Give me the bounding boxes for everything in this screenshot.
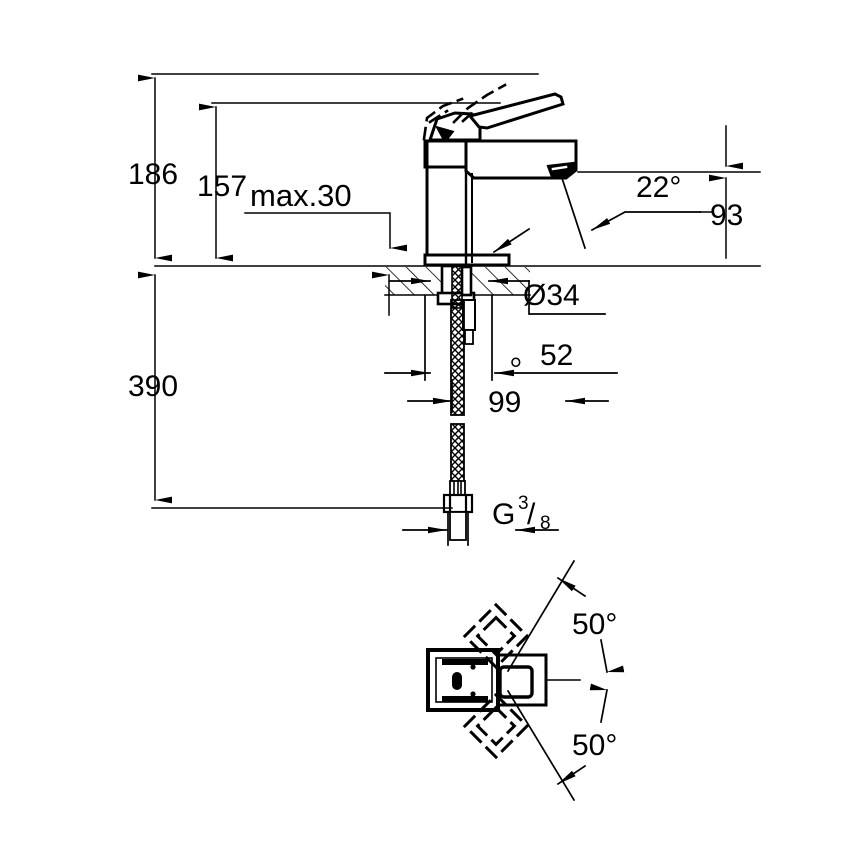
dimension-157 bbox=[199, 102, 501, 262]
label-50deg-bottom: 50° bbox=[572, 729, 617, 762]
label-g38-slash: / bbox=[527, 498, 536, 531]
spout-aerator bbox=[546, 161, 578, 180]
label-g38-denominator: 8 bbox=[540, 513, 551, 534]
faucet-spout bbox=[464, 139, 578, 263]
dimension-390 bbox=[138, 271, 453, 509]
dimension-93 bbox=[577, 125, 761, 259]
label-g38-letter: G bbox=[492, 498, 515, 531]
flexible-hose-lower bbox=[449, 423, 466, 496]
label-max30: max.30 bbox=[250, 178, 352, 213]
label-g38-numerator: 3 bbox=[518, 493, 529, 514]
faucet-mounting-assembly bbox=[436, 264, 476, 345]
flexible-hose-upper bbox=[450, 299, 465, 416]
faucet-lever-handle bbox=[427, 92, 565, 144]
label-390: 390 bbox=[128, 370, 178, 403]
dimension-99 bbox=[407, 379, 609, 413]
dimension-g38 bbox=[402, 511, 559, 546]
label-157: 157 bbox=[197, 170, 247, 203]
angle-22-leader bbox=[492, 170, 701, 254]
dimension-52 bbox=[384, 295, 618, 381]
label-22deg: 22° bbox=[636, 171, 681, 204]
plan-swivel-dashed-bottom bbox=[462, 692, 530, 760]
dimension-max30 bbox=[244, 212, 407, 252]
dimension-186 bbox=[138, 73, 539, 262]
label-186: 186 bbox=[128, 158, 178, 191]
plan-angle-lines bbox=[506, 559, 625, 802]
label-99: 99 bbox=[488, 386, 521, 419]
label-g38: G 3 / 8 bbox=[492, 493, 551, 534]
label-sq52: 。52 bbox=[510, 339, 573, 372]
plan-swivel-dashed-top bbox=[462, 602, 530, 670]
faucet-lever-raised-dashed bbox=[422, 83, 507, 141]
label-93: 93 bbox=[710, 199, 743, 232]
label-d34: Ø34 bbox=[523, 279, 580, 312]
diameter-34-leader bbox=[389, 277, 606, 315]
plan-view-body bbox=[426, 648, 581, 712]
label-50deg-top: 50° bbox=[572, 608, 617, 641]
